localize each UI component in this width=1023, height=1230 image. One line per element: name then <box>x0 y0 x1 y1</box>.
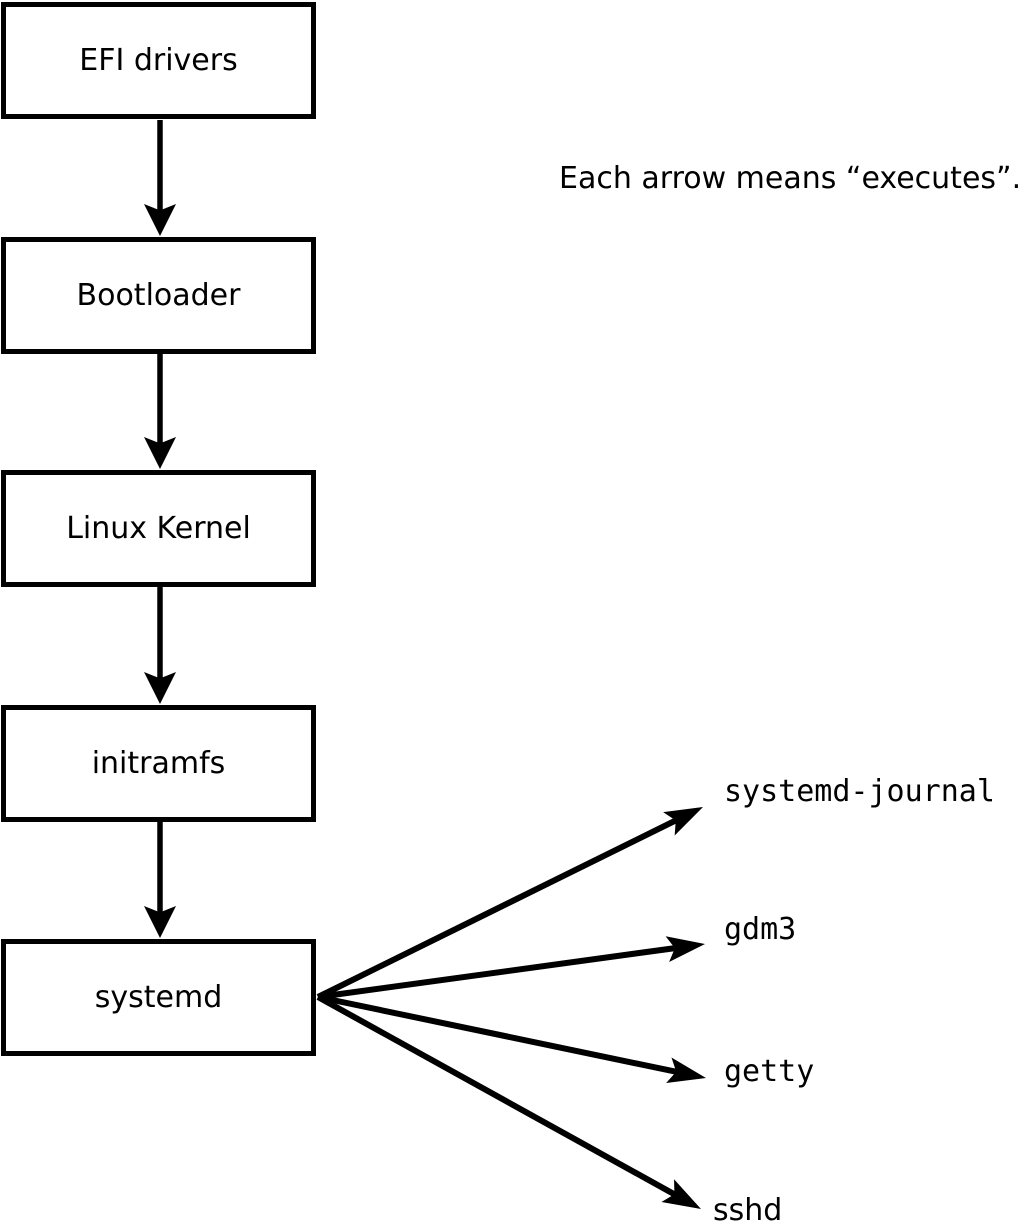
node-initramfs: initramfs <box>1 705 316 822</box>
edge-systemd-systemd-journal <box>316 807 703 1000</box>
edge-systemd-gdm3 <box>317 936 705 1000</box>
edge-systemd-getty <box>317 994 706 1083</box>
edge-efi-drivers-bootloader <box>144 120 176 236</box>
caption: Each arrow means “executes”. <box>559 161 1022 196</box>
node-bootloader-label: Bootloader <box>76 277 241 313</box>
node-systemd-label: systemd <box>94 979 223 1015</box>
node-systemd: systemd <box>1 939 316 1056</box>
leaf-gdm3: gdm3 <box>724 912 797 947</box>
edge-linux-kernel-initramfs <box>144 587 176 704</box>
node-linux-kernel-label: Linux Kernel <box>66 510 251 546</box>
node-efi-drivers-label: EFI drivers <box>79 42 238 78</box>
leaf-systemd-journal: systemd-journal <box>724 774 995 809</box>
node-linux-kernel: Linux Kernel <box>1 470 316 587</box>
node-initramfs-label: initramfs <box>91 745 226 781</box>
leaf-sshd: sshd <box>713 1193 783 1228</box>
leaf-getty: getty <box>724 1054 815 1089</box>
node-bootloader: Bootloader <box>1 237 316 354</box>
node-efi-drivers: EFI drivers <box>1 2 316 119</box>
edge-bootloader-linux-kernel <box>144 353 176 469</box>
edge-systemd-sshd <box>316 994 701 1209</box>
edge-initramfs-systemd <box>144 822 176 938</box>
